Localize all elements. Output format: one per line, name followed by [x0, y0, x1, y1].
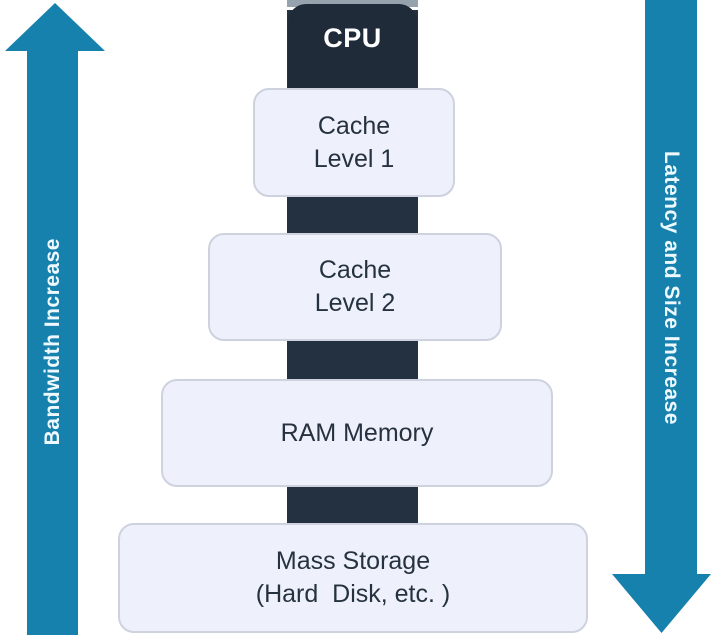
cache-level-2-box: Cache Level 2 [208, 233, 502, 341]
down-arrow-icon [612, 574, 711, 633]
cache-level-1-label-line1: Cache [317, 111, 391, 140]
cache-level-2-label-line1: Cache [318, 256, 392, 284]
up-arrow-icon [5, 3, 105, 51]
latency-arrow: Latency and Size Increase [645, 0, 697, 576]
latency-arrow-label: Latency and Size Increase [660, 151, 683, 425]
ram-memory-box: RAM Memory [161, 379, 553, 487]
cache-level-1-box: Cache Level 1 [253, 88, 455, 197]
cache-level-1-label-line2: Level 1 [313, 144, 395, 173]
mass-storage-label-line1: Mass Storage [275, 547, 431, 575]
cpu-box: CPU [288, 4, 417, 96]
mass-storage-label-line2: (Hard Disk, etc. ) [255, 580, 451, 608]
cache-level-2-label-line2: Level 2 [314, 289, 396, 317]
bandwidth-arrow-label: Bandwidth Increase [40, 238, 64, 446]
ram-memory-label: RAM Memory [280, 418, 434, 447]
mass-storage-box: Mass Storage (Hard Disk, etc. ) [118, 523, 588, 633]
cpu-label: CPU [323, 23, 382, 53]
spine-top-edge [287, 0, 418, 7]
bandwidth-arrow: Bandwidth Increase [27, 49, 78, 635]
